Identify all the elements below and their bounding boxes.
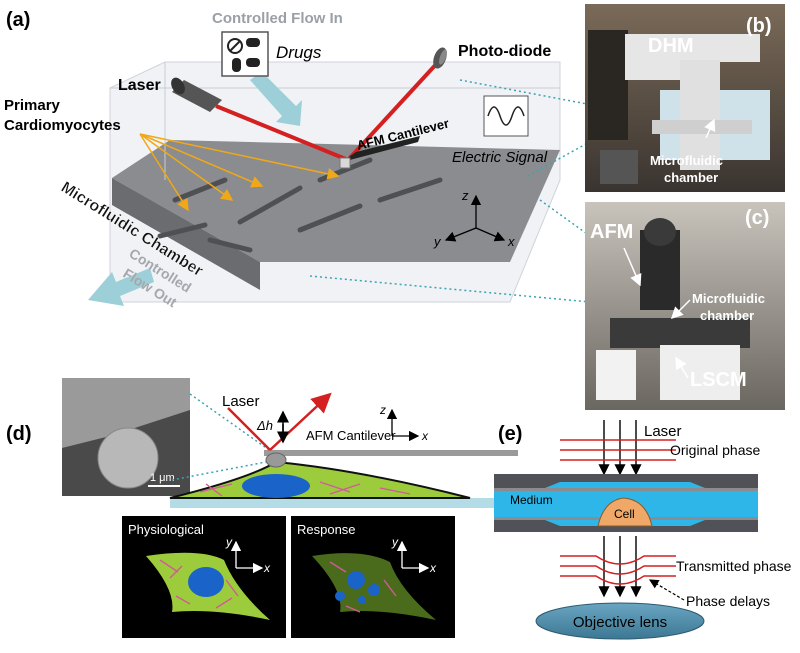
- substrate: [170, 498, 516, 508]
- response-label: Response: [297, 522, 356, 537]
- panel-e-tag: (e): [498, 423, 522, 445]
- afm-label: AFM: [590, 221, 633, 243]
- panel-c: AFM (c) Microfluidic chamber LSCM: [585, 202, 785, 410]
- physiological-panel: y x Physiological: [122, 516, 286, 638]
- laser-label: Laser: [118, 77, 161, 94]
- resp-axis-y: y: [391, 535, 399, 549]
- photodiode-label: Photo-diode: [458, 43, 551, 60]
- panel-e-laser-label: Laser: [644, 423, 682, 440]
- resp-axis-x: x: [429, 561, 437, 575]
- panel-d-tag: (d): [6, 423, 32, 445]
- axis-x-label: x: [507, 234, 515, 249]
- panel-d-axis-z: z: [379, 403, 386, 417]
- objective-lens: [535, 602, 705, 640]
- axis-y-label: y: [433, 234, 442, 249]
- drugs-label: Drugs: [276, 43, 322, 62]
- cell-label: Cell: [614, 507, 635, 521]
- panel-e: (e) Laser Original phase Medium Cell: [494, 420, 792, 640]
- electric-signal-icon: [483, 95, 529, 137]
- panel-d-cantilever-label: AFM Cantilever: [306, 428, 396, 443]
- laser-device-icon: [171, 77, 222, 112]
- afm-cantilever-bar: [264, 450, 518, 456]
- flow-out-arrow: [88, 268, 154, 306]
- transmitted-phase-label: Transmitted phase: [676, 558, 792, 574]
- scale-bar-label: 1 μm: [150, 472, 175, 484]
- nucleus: [242, 474, 310, 498]
- chamber-cross-section: [494, 474, 758, 532]
- physiological-label: Physiological: [128, 522, 204, 537]
- lscm-label: LSCM: [690, 369, 747, 391]
- panel-c-chamber-label-1: Microfluidic: [692, 291, 765, 306]
- transmitted-phase-lines: [560, 555, 676, 585]
- response-panel: y x Response: [291, 516, 455, 638]
- panel-d-axis-x: x: [421, 429, 429, 443]
- objective-lens-label: Objective lens: [573, 614, 667, 631]
- delta-h-label: Δh: [256, 418, 273, 433]
- reflected-laser-beam: [346, 58, 442, 162]
- panel-a-tag: (a): [6, 9, 30, 31]
- axes-xyz: [444, 194, 506, 242]
- medium-label: Medium: [510, 493, 553, 507]
- panel-b-chamber-label-1: Microfluidic: [650, 153, 723, 168]
- phys-axis-y: y: [225, 535, 233, 549]
- flow-in-arrow: [250, 72, 302, 126]
- incident-laser-d: [227, 407, 271, 451]
- panel-c-tag: (c): [745, 207, 769, 229]
- incident-laser-beam: [215, 104, 349, 162]
- afm-cantilever-shape: [342, 136, 420, 162]
- photodiode-icon: [433, 47, 447, 69]
- panel-d: (d) 1 μm Laser Δh AFM Cantilever z: [6, 378, 518, 638]
- cytoskeleton-fibers: [199, 481, 411, 497]
- phys-axis-x: x: [263, 561, 271, 575]
- phase-delays-label: Phase delays: [686, 593, 770, 609]
- panel-c-chamber-label-2: chamber: [700, 308, 754, 323]
- original-phase-lines: [560, 439, 676, 461]
- transmitted-beam-arrows: [598, 536, 642, 598]
- original-phase-label: Original phase: [670, 442, 760, 458]
- panel-a: (a) Controlled Flow In: [4, 9, 641, 310]
- dhm-label: DHM: [648, 35, 694, 57]
- cardiomyocytes-label-line2: Cardiomyocytes: [4, 117, 121, 134]
- cardiomyocyte-pointers: [139, 133, 340, 212]
- panel-d-laser-label: Laser: [222, 393, 260, 410]
- cardiomyocytes-label-line1: Primary: [4, 97, 61, 114]
- afm-tip: [339, 157, 351, 169]
- electric-signal-label: Electric Signal: [452, 149, 548, 166]
- panel-b-chamber-label-2: chamber: [664, 170, 718, 185]
- axis-z-label: z: [461, 188, 469, 203]
- cell-side-view: [169, 460, 471, 499]
- panel-b: DHM (b) Microfluidic chamber: [585, 4, 785, 192]
- incident-beam-arrows: [598, 420, 642, 476]
- flow-in-label: Controlled Flow In: [212, 10, 343, 27]
- drugs-icon: [221, 31, 269, 77]
- panel-b-tag: (b): [746, 15, 772, 37]
